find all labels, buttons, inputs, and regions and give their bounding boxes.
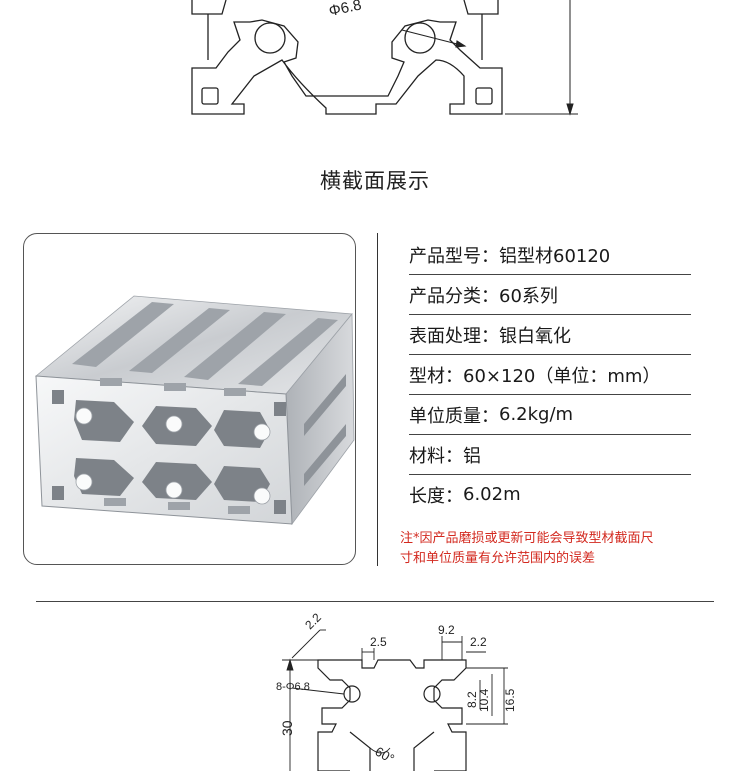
note-line-1: 注*因产品磨损或更新可能会导致型材截面尺: [400, 531, 654, 546]
spec-row-weight: 单位质量：6.2kg/m: [409, 395, 691, 435]
top-hole-dimension: Φ6.8: [327, 0, 363, 20]
top-profile-drawing: Φ6.8: [191, 0, 578, 116]
section-title: 横截面展示: [320, 169, 430, 193]
horizontal-divider: [36, 601, 714, 602]
spec-value: 6.02m: [463, 484, 521, 505]
tolerance-note: 注*因产品磨损或更新可能会导致型材截面尺 寸和单位质量有允许范围内的误差: [400, 529, 700, 569]
spec-list: 产品型号：铝型材60120 产品分类：60系列 表面处理：银白氧化 型材：60×…: [409, 235, 691, 514]
spec-row-surface: 表面处理：银白氧化: [409, 315, 691, 355]
product-photo-card: [23, 233, 356, 565]
spec-label: 材料：: [409, 445, 463, 467]
dim-8-2: 8.2: [465, 691, 479, 708]
spec-value: 60系列: [499, 285, 558, 307]
spec-value: 6.2kg/m: [499, 404, 574, 425]
dim-2-2-right: 2.2: [470, 635, 487, 649]
aluminum-profile-illustration: [34, 295, 355, 526]
spec-label: 型材：: [409, 365, 463, 387]
bottom-profile-drawing: 2.2 2.5 9.2 2.2 8-Φ6.8 8.2 10.4 16.5 30 …: [276, 610, 517, 771]
spec-value: 铝: [463, 445, 481, 467]
spec-label: 表面处理：: [409, 325, 499, 347]
spec-row-material: 材料：铝: [409, 435, 691, 475]
dim-2-2-left: 2.2: [302, 610, 324, 632]
spec-value: 铝型材60120: [499, 245, 611, 267]
dim-2-5: 2.5: [370, 635, 387, 649]
dim-30: 30: [279, 720, 295, 736]
spec-label: 长度：: [409, 485, 463, 507]
spec-row-profile: 型材：60×120（单位：mm）: [409, 355, 691, 395]
dim-10-4: 10.4: [477, 688, 491, 712]
spec-row-category: 产品分类：60系列: [409, 275, 691, 315]
dim-9-2: 9.2: [438, 623, 455, 637]
spec-label: 单位质量：: [409, 405, 499, 427]
dim-60-degree: 60°: [373, 744, 398, 767]
spec-value: 60×120（单位：mm）: [463, 365, 661, 387]
note-line-2: 寸和单位质量有允许范围内的误差: [400, 551, 596, 566]
spec-value: 银白氧化: [499, 325, 571, 347]
spec-label: 产品分类：: [409, 285, 499, 307]
spec-row-model: 产品型号：铝型材60120: [409, 235, 691, 275]
vertical-divider: [377, 233, 378, 566]
spec-label: 产品型号：: [409, 245, 499, 267]
dim-16-5: 16.5: [503, 688, 517, 712]
dim-hole-count: 8-Φ6.8: [276, 681, 310, 693]
spec-row-length: 长度：6.02m: [409, 475, 691, 514]
